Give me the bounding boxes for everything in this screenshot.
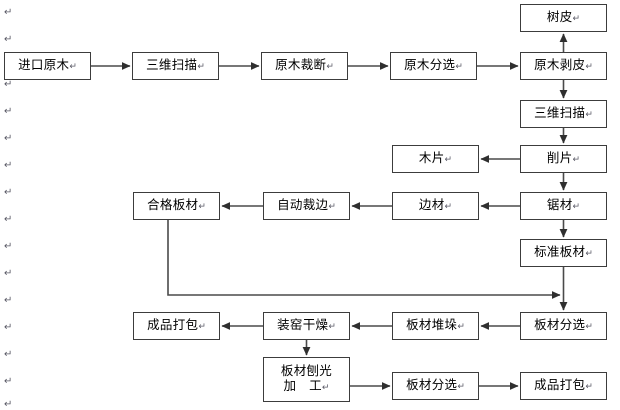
node-label: 锯材↵ [546,197,581,213]
paragraph-mark-icon: ↵ [572,155,581,165]
paragraph-mark-icon: ↵ [198,322,206,332]
node-board-planing[interactable]: 板材刨光加 工↵ [263,357,350,402]
node-wood-chips[interactable]: 木片↵ [392,145,479,173]
node-packing-2[interactable]: 成品打包↵ [520,372,607,400]
node-import-log[interactable]: 进口原木↵ [4,52,91,80]
node-label: 合格板材↵ [147,197,206,213]
paragraph-mark-icon: ↵ [321,383,330,393]
node-standard-boards[interactable]: 标准板材↵ [520,239,607,267]
paragraph-mark-icon: ↵ [585,322,593,332]
node-label: 装窑干燥↵ [277,317,336,333]
node-label: 板材分选↵ [406,377,465,393]
node-board-sorting-1[interactable]: 板材分选↵ [520,312,607,340]
node-label: 三维扫描↵ [146,57,205,73]
node-label: 成品打包↵ [534,377,593,393]
paragraph-mark-icon-4: ↵ [4,133,13,144]
edge-qualified-to-board-sorting-1 [167,220,561,299]
paragraph-mark-icon: ↵ [444,155,453,165]
node-label: 边材↵ [418,197,453,213]
paragraph-mark-icon-0: ↵ [4,7,13,18]
paragraph-mark-icon: ↵ [328,322,336,332]
paragraph-mark-icon-3: ↵ [4,106,13,117]
node-auto-edging[interactable]: 自动裁边↵ [263,192,350,220]
paragraph-mark-icon-8: ↵ [4,241,13,252]
paragraph-mark-icon-6: ↵ [4,187,13,198]
node-kiln-drying[interactable]: 装窑干燥↵ [263,312,350,340]
node-label: 进口原木↵ [18,57,77,73]
node-chipping[interactable]: 削片↵ [520,145,607,173]
node-label: 板材分选↵ [534,317,593,333]
paragraph-mark-icon: ↵ [457,322,465,332]
node-log-debarking[interactable]: 原木剥皮↵ [520,52,607,80]
paragraph-mark-icon-2: ↵ [4,79,13,90]
node-label: 板材刨光加 工↵ [280,363,333,393]
node-qualified-boards[interactable]: 合格板材↵ [133,192,220,220]
paragraph-mark-icon-11: ↵ [4,322,13,333]
paragraph-mark-icon: ↵ [585,382,593,392]
node-sawn-timber[interactable]: 锯材↵ [520,192,607,220]
paragraph-mark-icon-7: ↵ [4,214,13,225]
paragraph-mark-icon: ↵ [572,14,581,24]
paragraph-mark-icon-10: ↵ [4,295,13,306]
paragraph-mark-icon: ↵ [444,202,453,212]
node-label: 板材堆垛↵ [406,317,465,333]
node-label: 原木裁断↵ [275,57,334,73]
node-board-stacking[interactable]: 板材堆垛↵ [392,312,479,340]
node-label: 原木分选↵ [404,57,463,73]
paragraph-mark-icon-9: ↵ [4,268,13,279]
node-label: 自动裁边↵ [277,197,336,213]
node-label: 削片↵ [546,150,581,166]
paragraph-mark-icon: ↵ [455,62,463,72]
node-label: 树皮↵ [546,9,581,25]
node-label: 成品打包↵ [147,317,206,333]
paragraph-mark-icon: ↵ [572,202,581,212]
paragraph-mark-icon-13: ↵ [4,376,13,387]
paragraph-mark-icon: ↵ [328,202,336,212]
node-bark[interactable]: 树皮↵ [520,4,607,32]
node-packing-1[interactable]: 成品打包↵ [133,312,220,340]
node-board-sorting-2[interactable]: 板材分选↵ [392,372,479,400]
paragraph-mark-icon: ↵ [197,62,205,72]
node-scan-3d-1[interactable]: 三维扫描↵ [132,52,219,80]
paragraph-mark-icon: ↵ [198,202,206,212]
paragraph-mark-icon: ↵ [585,249,593,259]
paragraph-mark-icon: ↵ [585,62,593,72]
paragraph-mark-icon-12: ↵ [4,349,13,360]
node-sapwood[interactable]: 边材↵ [392,192,479,220]
node-label: 标准板材↵ [534,244,593,260]
node-label: 原木剥皮↵ [534,57,593,73]
paragraph-mark-icon: ↵ [585,110,593,120]
node-log-sorting[interactable]: 原木分选↵ [390,52,477,80]
node-log-cutting[interactable]: 原木裁断↵ [261,52,348,80]
paragraph-mark-icon: ↵ [457,382,465,392]
paragraph-mark-icon-1: ↵ [4,34,13,45]
paragraph-mark-icon-14: ↵ [4,399,13,410]
node-label: 木片↵ [418,150,453,166]
node-scan-3d-2[interactable]: 三维扫描↵ [520,100,607,128]
node-label: 三维扫描↵ [534,105,593,121]
paragraph-mark-icon: ↵ [69,62,77,72]
paragraph-mark-icon-5: ↵ [4,160,13,171]
paragraph-mark-icon: ↵ [326,62,334,72]
